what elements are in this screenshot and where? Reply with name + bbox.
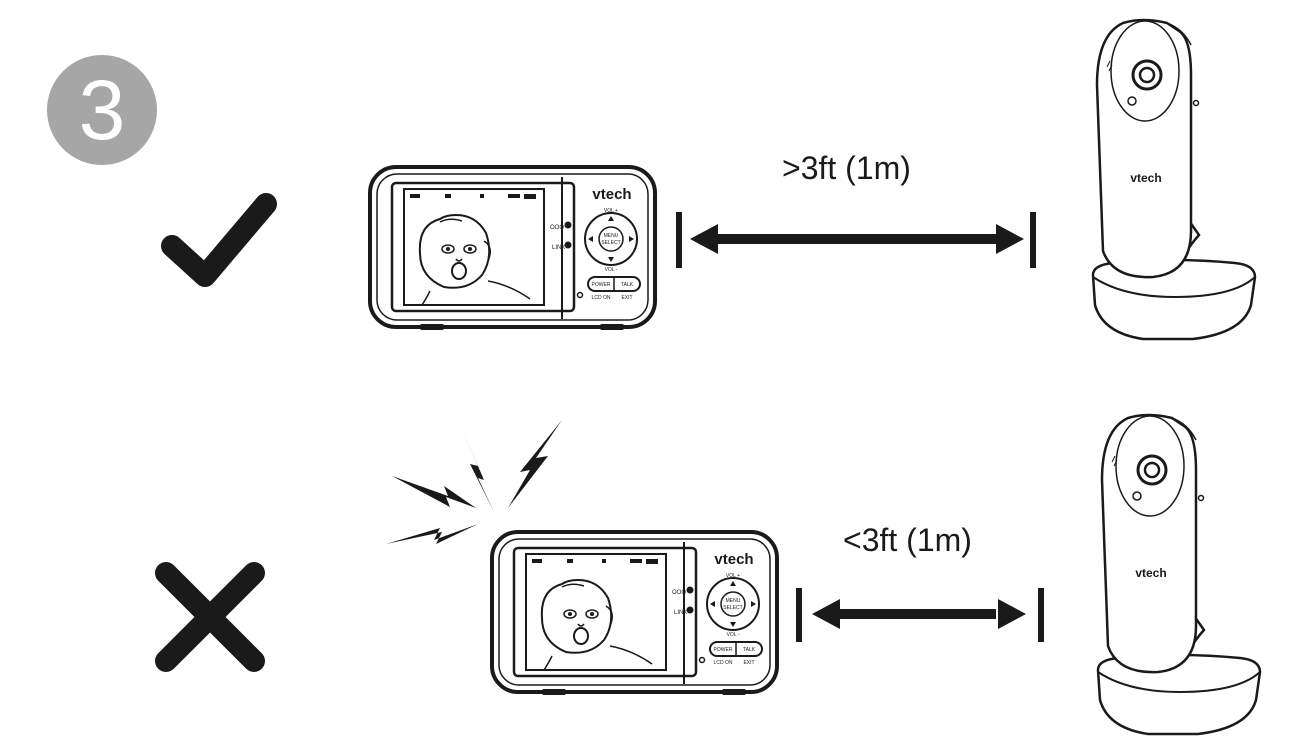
distance-arrow-ok — [676, 212, 1036, 268]
step-number: 3 — [78, 63, 126, 157]
distance-label-too-close: <3ft (1m) — [843, 522, 972, 558]
distance-label-ok: >3ft (1m) — [782, 150, 911, 186]
parent-unit-too-close — [490, 530, 779, 697]
interference-bolts-icon — [386, 420, 562, 544]
camera-unit-ok — [1091, 18, 1257, 341]
distance-arrow-too-close — [796, 588, 1044, 642]
camera-unit-too-close — [1096, 413, 1262, 736]
parent-unit-ok — [368, 165, 657, 332]
check-icon — [161, 193, 277, 287]
cross-icon — [155, 562, 265, 672]
step-number-badge: 3 — [47, 55, 157, 165]
